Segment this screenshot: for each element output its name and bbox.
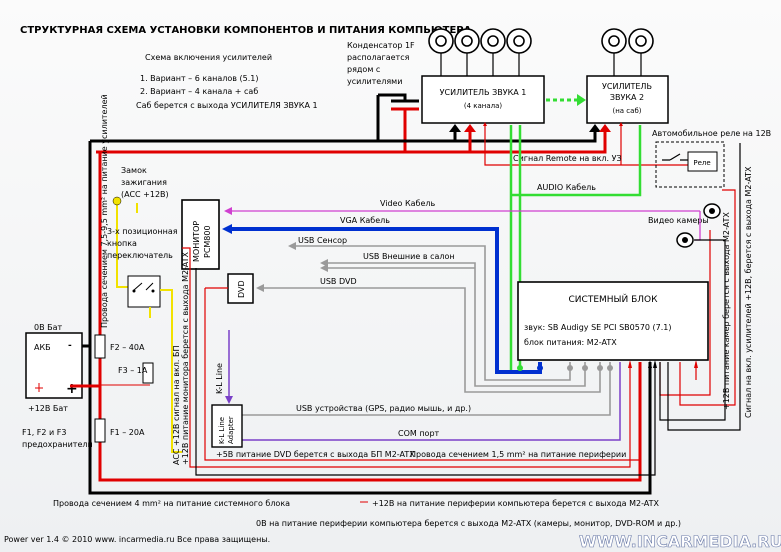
footer-copyright: Power ver 1.4 © 2010 www. incarmedia.ru …: [4, 535, 270, 544]
capacitor-note-2: располагается: [347, 53, 410, 62]
capacitor-note-1: Конденсатор 1F: [347, 41, 415, 50]
amplifier-1-sub: (4 канала): [464, 102, 503, 110]
speakers-amp1: [428, 28, 532, 54]
ignition-line1: Замок: [121, 166, 147, 175]
amp-wire-label: Провода сечением 7,5-9,5 mm² на питание …: [100, 94, 109, 328]
relay-area: [655, 141, 725, 188]
usb-dvd-cable: [262, 287, 601, 393]
video-cameras-label: Видео камеры: [648, 216, 709, 225]
amp-on-label: Сигнал на вкл. усилителей +12В, берется …: [744, 166, 753, 418]
dvd-power-label: +5В питание DVD берется с выхода БП M2-A…: [216, 450, 415, 459]
switch-note-3: переключатель: [107, 251, 173, 260]
scheme-variant-1: 1. Вариант – 6 каналов (5.1): [140, 74, 258, 83]
capacitor: [376, 93, 419, 152]
amplifier-2-sub: (на саб): [612, 107, 641, 115]
amplifier-2-line2: ЗВУКА 2: [610, 93, 644, 102]
periphery-wire-label: Провода сечением 1,5 mm² на питание пери…: [410, 450, 626, 459]
fuse-f3: [142, 362, 154, 384]
battery-terminals: [35, 383, 43, 392]
capacitor-note-3: рядом с: [347, 65, 380, 74]
system-unit-connectors: [517, 365, 613, 371]
ignition-line2: зажигания: [121, 178, 167, 187]
usb-sensor-cable: [294, 245, 571, 381]
com-cable: [240, 362, 621, 441]
video-cable-label: Video Кабель: [380, 199, 436, 208]
system-unit: [517, 281, 709, 361]
com-port-label: COM порт: [398, 429, 440, 438]
fuse-f2: [94, 334, 106, 359]
watermark: WWW.INCARMEDIA.RU: [579, 532, 781, 551]
usb-devices-label: USB устройства (GPS, радио мышь, и др.): [296, 404, 471, 413]
switch-note-2: кнопка: [107, 239, 137, 248]
dvd-box: [227, 273, 254, 304]
system-unit-title: СИСТЕМНЫЙ БЛОК: [569, 293, 659, 305]
vga-cable-label: VGA Кабель: [340, 216, 390, 225]
kline-label: K-L Line: [215, 363, 224, 394]
usb-dvd-label: USB DVD: [320, 277, 357, 286]
battery-zero-label: 0В Бат: [34, 323, 63, 332]
fuse-f1-label: F1 – 20А: [110, 428, 145, 437]
fuse-note-1: F1, F2 и F3: [22, 428, 66, 437]
system-unit-sound: звук: SB Audigy SE PCI SB0570 (7.1): [524, 323, 672, 332]
battery-minus: -: [68, 341, 72, 351]
kline-adapter-line1: K-L Line: [218, 417, 226, 444]
battery-label: АКБ: [34, 343, 51, 352]
monitor-box: [181, 199, 220, 270]
scheme-heading: Схема включения усилителей: [145, 53, 272, 62]
kline-adapter-line2: Adapter: [227, 416, 235, 444]
amplifier-1: [421, 75, 545, 124]
fuse-note-2: предохранители: [22, 440, 93, 449]
scheme-sub-note: Саб берется с выхода УСИЛИТЕЛЯ ЗВУКА 1: [136, 101, 318, 110]
periphery-plus-label: +12В на питание периферии компьютера бер…: [372, 499, 660, 508]
system-unit-psu: блок питания: M2-ATX: [524, 338, 617, 347]
acc-switch: [116, 203, 182, 453]
video-cameras: [676, 203, 721, 248]
ignition-lock-icon: [112, 196, 122, 206]
relay-box: [687, 151, 718, 172]
vga-cable: [232, 227, 542, 374]
monitor-line2: PCM800: [203, 225, 212, 258]
ignition-line3: (ACC +12В): [121, 190, 169, 199]
amplifier-2: [586, 75, 669, 124]
usb-salon-cable: [326, 262, 586, 387]
usb-salon-label: USB Внешние в салон: [363, 252, 455, 261]
fuse-f2-label: F2 – 40А: [110, 343, 145, 352]
periphery-zero-label: 0В на питание периферии компьютера берет…: [256, 519, 681, 528]
acc-signal-label: ACC +12В сигнал на вкл. БП: [172, 346, 181, 465]
usb-sensor-label: USB Сенсор: [298, 236, 347, 245]
switch-note-1: 3-х позиционная: [107, 227, 178, 236]
dvd-label: DVD: [237, 280, 246, 298]
fuse-f1: [94, 418, 106, 443]
usb-devices-cable: [240, 362, 611, 416]
monitor-power-label: +12В питание монитора берется с выхода M…: [181, 251, 190, 465]
diagram-title: СТРУКТУРНАЯ СХЕМА УСТАНОВКИ КОМПОНЕНТОВ …: [20, 25, 472, 36]
relay-label: Реле: [693, 159, 710, 167]
kline-adapter: [211, 404, 243, 448]
battery-plus12-label: +12В Бат: [28, 404, 68, 413]
relay-caption: Автомобильное реле на 12В: [652, 129, 771, 138]
fuse-f3-label: F3 – 1А: [118, 366, 148, 375]
sysunit-wire-label: Провода сечением 4 mm² на питание систем…: [53, 499, 290, 508]
capacitor-note-4: усилителями: [347, 77, 402, 86]
battery-plus: +: [66, 381, 78, 397]
amplifier-2-line1: УСИЛИТЕЛЬ: [602, 82, 652, 91]
remote-signal-label: Сигнал Remote на вкл. УЗ: [513, 154, 622, 163]
scheme-variant-2: 2. Вариант – 4 канала + саб: [140, 87, 258, 96]
amplifier-1-title: УСИЛИТЕЛЬ ЗВУКА 1: [440, 88, 527, 97]
speakers-amp2: [601, 28, 654, 54]
camera-power-label: +12В питание камер берется с выхода M2-A…: [722, 212, 731, 410]
audio-cable-label: AUDIO Кабель: [537, 183, 596, 192]
monitor-line1: МОНИТОР: [192, 221, 201, 262]
